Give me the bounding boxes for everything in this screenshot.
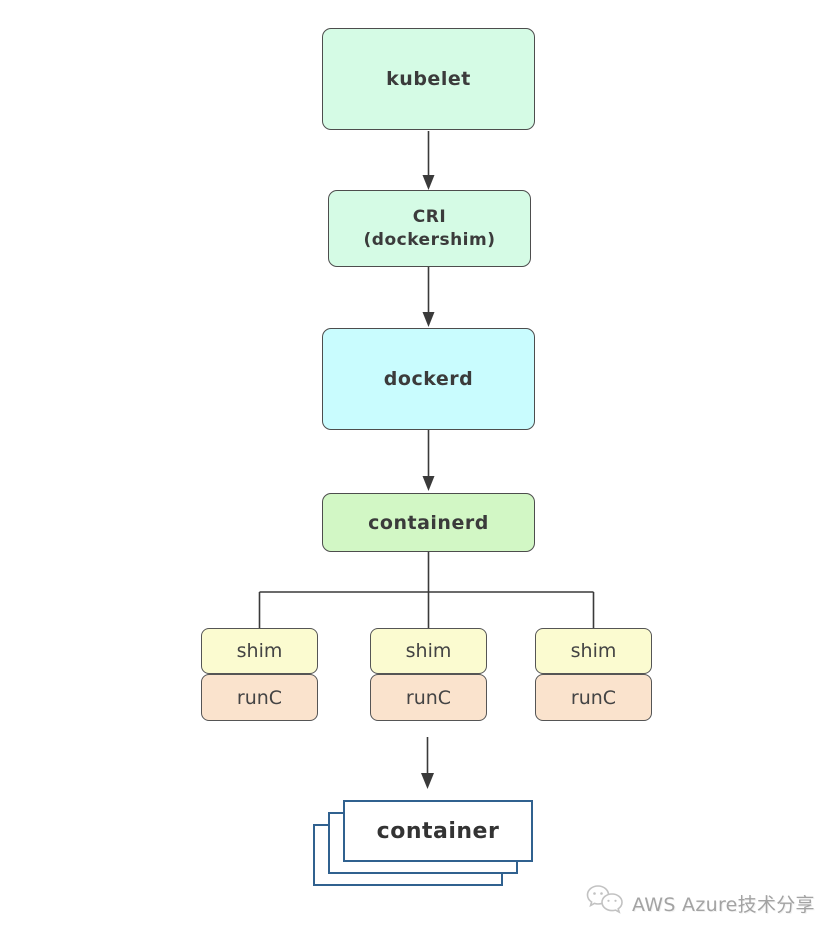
node-dockerd: dockerd: [322, 328, 535, 430]
node-containerd: containerd: [322, 493, 535, 552]
shim-box-1: shim: [201, 628, 318, 674]
node-cri-label-line1: CRI: [412, 206, 447, 227]
shim-label: shim: [405, 640, 452, 662]
arrowhead-cri-dockerd: [422, 312, 435, 327]
runc-box-1: runC: [201, 674, 318, 721]
shim-box-3: shim: [535, 628, 652, 674]
container-box-front: container: [343, 800, 533, 862]
arrowhead-dockerd-containerd: [422, 476, 435, 491]
runc-label: runC: [405, 686, 452, 709]
node-dockerd-label: dockerd: [383, 368, 474, 390]
shim-label: shim: [570, 640, 617, 662]
runc-box-2: runC: [370, 674, 487, 721]
shim-label: shim: [236, 640, 283, 662]
node-containerd-label: containerd: [368, 511, 489, 534]
node-kubelet-label: kubelet: [386, 68, 471, 90]
node-kubelet: kubelet: [322, 28, 535, 130]
wechat-bubbles-icon: [584, 882, 626, 924]
watermark: AWS Azure技术分享: [584, 882, 815, 924]
container-label: container: [376, 818, 500, 844]
arrowhead-kubelet-cri: [422, 175, 435, 190]
runc-box-3: runC: [535, 674, 652, 721]
runc-label: runC: [570, 686, 617, 709]
node-cri-label-line2: (dockershim): [363, 229, 496, 250]
runc-label: runC: [236, 686, 283, 709]
arrowhead-runc-container: [421, 773, 434, 789]
shim-box-2: shim: [370, 628, 487, 674]
node-cri-dockershim: CRI (dockershim): [328, 190, 531, 267]
watermark-text: AWS Azure技术分享: [632, 893, 815, 916]
